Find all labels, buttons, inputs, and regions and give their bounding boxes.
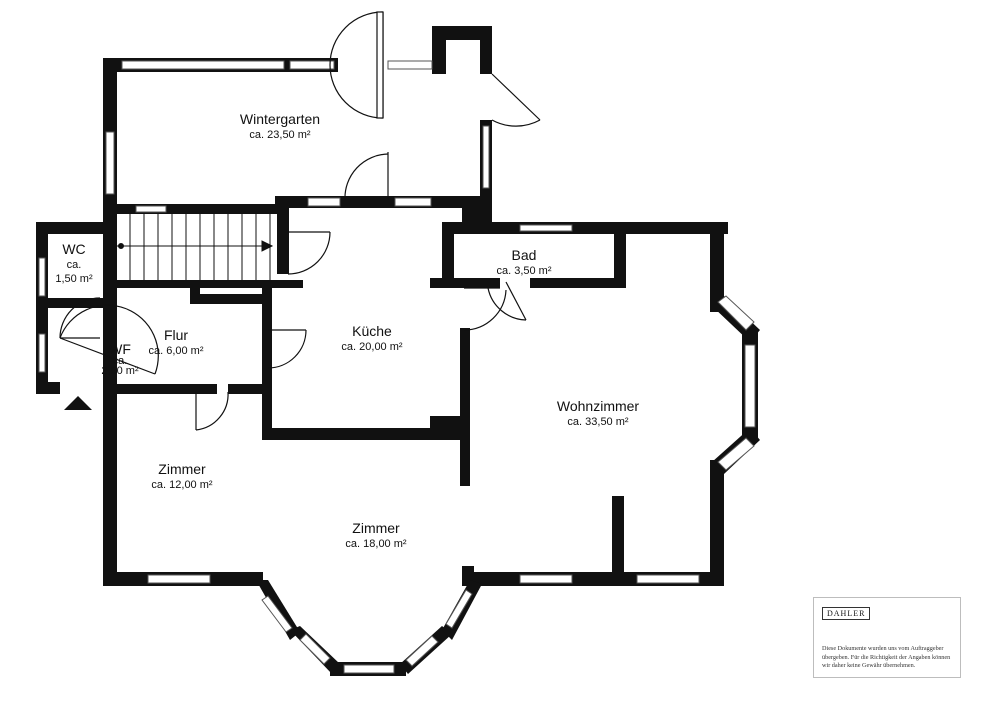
door-kueche-stair bbox=[287, 231, 331, 275]
door-kueche-wohnzimmer bbox=[463, 287, 507, 331]
stair-start-dot bbox=[118, 243, 124, 249]
windows bbox=[38, 60, 756, 674]
room-area-wc-line2: 1,50 m² bbox=[55, 273, 93, 285]
room-area-bad: ca. 3,50 m² bbox=[496, 265, 551, 277]
room-area-wc-line1: ca. bbox=[67, 259, 82, 271]
door-kueche-wintergarten bbox=[344, 152, 389, 201]
room-name-zimmer-bottom: Zimmer bbox=[352, 520, 400, 536]
room-area-wintergarten: ca. 23,50 m² bbox=[249, 129, 310, 141]
disclaimer-text: Diese Dokumente wurden uns vom Auftragge… bbox=[822, 645, 951, 669]
doors bbox=[59, 11, 541, 431]
room-name-wintergarten: Wintergarten bbox=[240, 111, 320, 127]
room-name-bad: Bad bbox=[512, 247, 537, 263]
room-name-zimmer-left: Zimmer bbox=[158, 461, 206, 477]
room-area-flur: ca. 6,00 m² bbox=[148, 345, 203, 357]
disclaimer-box: DAHLER Diese Dokumente wurden uns vom Au… bbox=[813, 597, 961, 678]
room-name-kueche: Küche bbox=[352, 323, 392, 339]
room-area-kueche: ca. 20,00 m² bbox=[341, 341, 402, 353]
room-area-wf-line1: ca. bbox=[113, 355, 128, 367]
room-name-wohnzimmer: Wohnzimmer bbox=[557, 398, 640, 414]
door-flur-kueche bbox=[267, 329, 307, 369]
door-wintergarten-side bbox=[491, 73, 541, 127]
room-area-wf-line2: 2,50 m² bbox=[101, 365, 139, 377]
door-bad bbox=[487, 281, 527, 321]
room-name-wc: WC bbox=[62, 241, 85, 257]
room-area-wohnzimmer: ca. 33,50 m² bbox=[567, 416, 628, 428]
room-name-wf: WF bbox=[109, 341, 131, 357]
staircase bbox=[117, 214, 274, 280]
room-area-zimmer-left: ca. 12,00 m² bbox=[151, 479, 212, 491]
door-flur-zimmer bbox=[195, 391, 229, 431]
room-area-zimmer-bottom: ca. 18,00 m² bbox=[345, 538, 406, 550]
room-name-flur: Flur bbox=[164, 327, 188, 343]
door-entrance bbox=[59, 304, 159, 375]
door-wc bbox=[59, 297, 101, 339]
stair-direction-arrow-icon bbox=[261, 240, 274, 252]
door-wintergarten-garden bbox=[329, 11, 384, 119]
room-labels: Wintergarten ca. 23,50 m² WC ca. 1,50 m²… bbox=[55, 111, 639, 550]
entrance-arrow-icon bbox=[64, 396, 92, 410]
dahler-logo: DAHLER bbox=[822, 607, 871, 620]
